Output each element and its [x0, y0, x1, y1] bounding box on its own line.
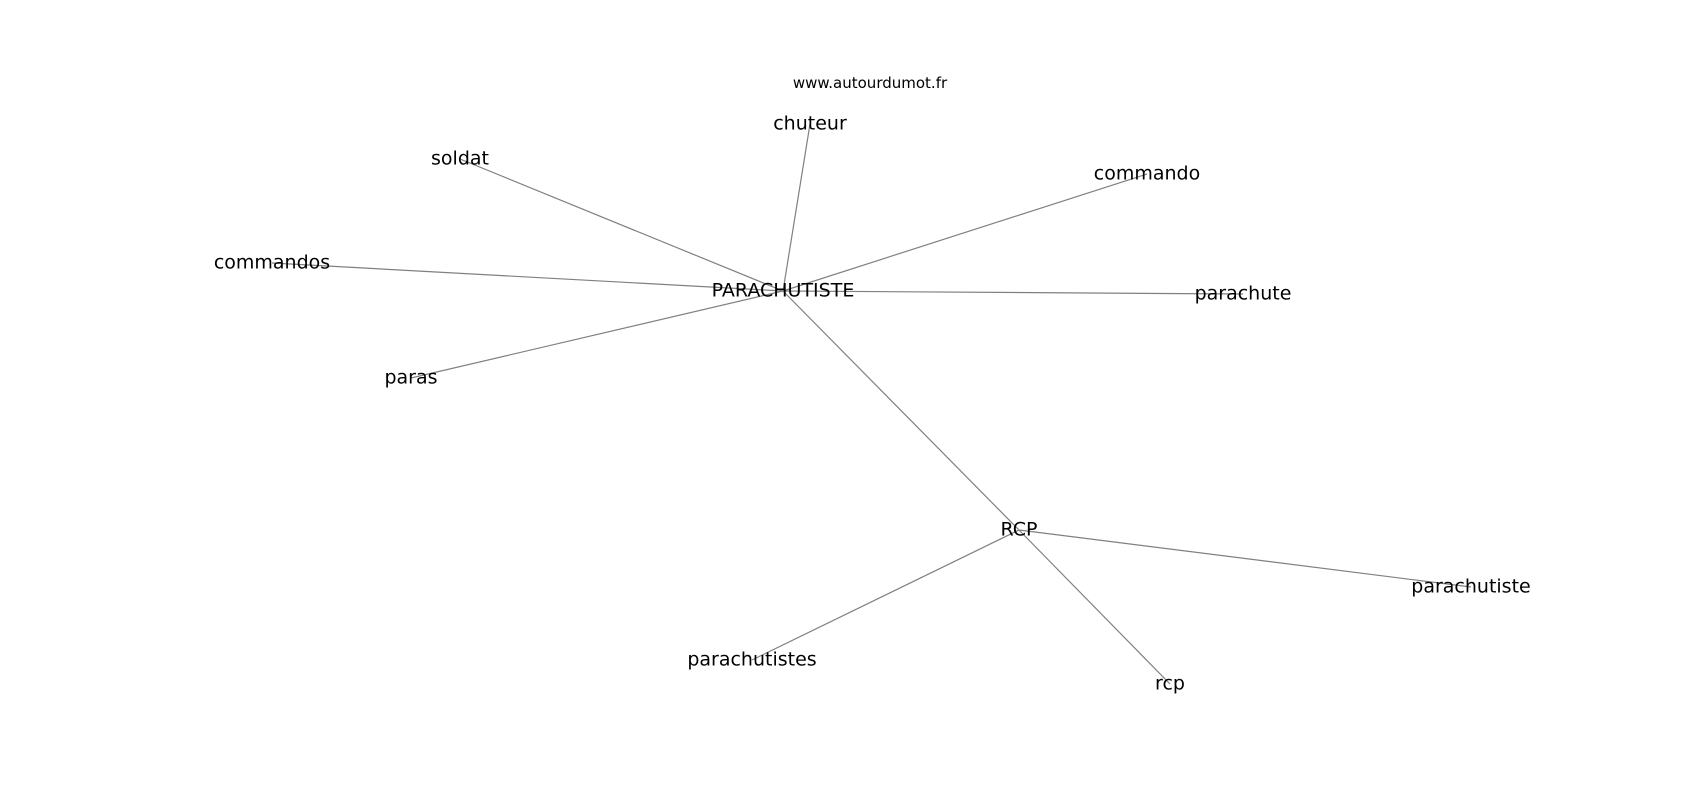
node-parachutistes: parachutistes	[687, 649, 816, 671]
node-parachute: parachute	[1195, 283, 1292, 305]
edge-parachutiste_upper-commando	[782, 173, 1148, 292]
edge-parachutiste_upper-parachute	[782, 290, 1244, 295]
edge-parachutiste_upper-chuteur	[782, 123, 811, 292]
edge-rcp_upper-rcp	[1018, 529, 1171, 685]
edge-rcp_upper-parachutistes	[751, 529, 1020, 661]
edge-parachutiste_upper-rcp_upper	[782, 290, 1020, 531]
node-paras: paras	[384, 367, 437, 389]
edge-parachutiste_upper-soldat	[459, 158, 784, 292]
node-chuteur: chuteur	[773, 113, 847, 135]
graph-nodes: PARACHUTISTE chuteur soldat commando command…	[214, 113, 1531, 695]
edge-parachutiste_upper-commandos	[271, 262, 784, 292]
edge-parachutiste_upper-paras	[410, 290, 784, 379]
node-parachutiste-upper: PARACHUTISTE	[712, 280, 855, 302]
graph-edges	[271, 123, 1472, 685]
edge-rcp_upper-parachutiste	[1018, 529, 1472, 588]
node-rcp-upper: RCP	[1001, 519, 1038, 541]
node-rcp: rcp	[1155, 673, 1185, 695]
node-commando: commando	[1094, 163, 1200, 185]
site-watermark: www.autourdumot.fr	[793, 74, 948, 92]
node-commandos: commandos	[214, 252, 330, 274]
node-parachutiste: parachutiste	[1411, 576, 1530, 598]
node-soldat: soldat	[431, 148, 489, 170]
